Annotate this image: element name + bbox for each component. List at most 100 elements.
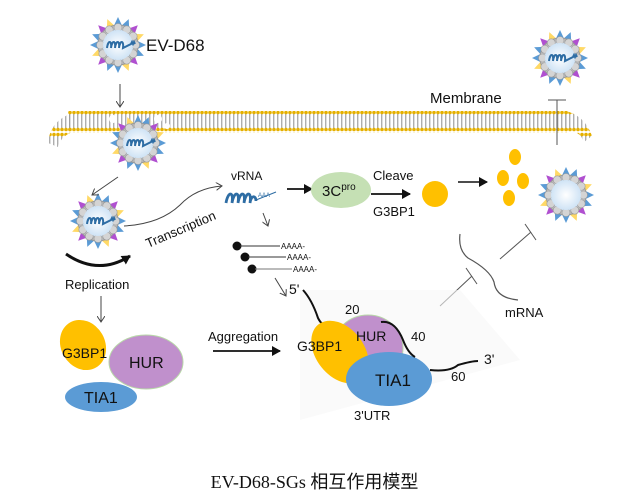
capsid-spike bbox=[562, 214, 570, 223]
capsid-spike bbox=[149, 154, 158, 163]
capsid-spike bbox=[577, 206, 586, 215]
aggregation-label: Aggregation bbox=[208, 329, 278, 344]
capsid-spike bbox=[546, 175, 555, 184]
capsid-spike bbox=[532, 54, 541, 62]
polya-mrna-list: AAAA- AAAA- AAAA- bbox=[232, 241, 317, 274]
position-60-label: 60 bbox=[451, 369, 465, 384]
vrna-coil-icon: AAA bbox=[224, 191, 277, 204]
capsid-spike bbox=[134, 115, 142, 124]
capsid-spike bbox=[78, 201, 87, 210]
capsid-spike bbox=[118, 154, 127, 163]
virus-empty-capsid-icon bbox=[538, 167, 594, 223]
mrna-strand bbox=[459, 233, 519, 301]
capsid-spike bbox=[70, 217, 79, 225]
g3bp1-protein bbox=[59, 319, 107, 371]
capsid-spike bbox=[98, 56, 107, 65]
g3bp1-bound-label: G3BP1 bbox=[297, 338, 342, 354]
replication-label: Replication bbox=[65, 277, 129, 292]
virus-replicating-icon bbox=[70, 193, 126, 249]
replication-cycle-arrow bbox=[65, 252, 131, 267]
viral-rna-icon bbox=[106, 39, 136, 50]
capsid-spike bbox=[129, 56, 138, 65]
capsid-spike bbox=[149, 123, 158, 132]
five-prime-label: 5' bbox=[289, 281, 299, 297]
tia1-bound-label: TIA1 bbox=[375, 371, 411, 390]
capsid-spike bbox=[157, 139, 166, 147]
capsid-spike bbox=[556, 77, 564, 86]
capsid-spike bbox=[110, 139, 119, 147]
capsid-spike bbox=[540, 69, 549, 78]
capsid-spike bbox=[78, 232, 87, 241]
viral-rna-icon bbox=[548, 52, 578, 63]
virus-release-icon bbox=[532, 30, 588, 86]
virus-entering-icon bbox=[110, 115, 166, 171]
inhibition-release-icon bbox=[548, 99, 566, 145]
capsid-spike bbox=[571, 69, 580, 78]
cleave-target-label: G3BP1 bbox=[373, 204, 415, 219]
polya-mrna-item: AAAA- bbox=[240, 252, 311, 262]
capsid-spike bbox=[577, 175, 586, 184]
hur-protein bbox=[108, 334, 184, 390]
viral-rna-icon bbox=[86, 215, 116, 226]
3cpro-protease bbox=[311, 172, 371, 208]
svg-text:AAAA-: AAAA- bbox=[293, 265, 317, 274]
capsid-spike bbox=[556, 30, 564, 39]
figure-caption: EV-D68-SGs 相互作用模型 bbox=[210, 472, 419, 492]
g3bp1-fragments-icon bbox=[497, 149, 529, 206]
capsid-spike bbox=[546, 206, 555, 215]
position-40-label: 40 bbox=[411, 329, 425, 344]
capsid-spike bbox=[118, 123, 127, 132]
hur-label: HUR bbox=[129, 355, 164, 372]
svg-text:AAAA-: AAAA- bbox=[281, 242, 305, 251]
position-20-label: 20 bbox=[345, 302, 359, 317]
cell-membrane bbox=[48, 111, 592, 147]
membrane-label: Membrane bbox=[430, 90, 502, 107]
tia1-label: TIA1 bbox=[84, 390, 118, 407]
capsid-spike bbox=[540, 38, 549, 47]
capsid-spike bbox=[571, 38, 580, 47]
capsid-spike bbox=[94, 193, 102, 202]
sg-protein-cluster-free: G3BP1 HUR TIA1 bbox=[59, 319, 184, 412]
polya-mrna-item: AAAA- bbox=[232, 241, 305, 251]
cleave-label: Cleave bbox=[373, 168, 413, 183]
virus-name-label: EV-D68 bbox=[146, 36, 205, 55]
capsid-spike bbox=[137, 41, 146, 49]
transcription-label: Transcription bbox=[143, 208, 218, 251]
tia1-protein bbox=[65, 382, 137, 412]
arrow-to-sg-complex bbox=[274, 277, 286, 296]
vrna-label: vRNA bbox=[231, 169, 262, 183]
mrna-label: mRNA bbox=[505, 305, 544, 320]
capsid-spike bbox=[585, 191, 594, 199]
stress-granule-complex: 5' 20 40 60 3' G3BP1 HUR TIA1 3'UTR bbox=[289, 281, 520, 423]
capsid-spike bbox=[562, 167, 570, 176]
g3bp1-intact-icon bbox=[422, 181, 448, 207]
capsid-spike bbox=[134, 162, 142, 171]
capsid-spike bbox=[90, 41, 99, 49]
capsid-spike bbox=[114, 64, 122, 73]
arrow-uncoat bbox=[92, 176, 119, 195]
capsid-spike bbox=[129, 25, 138, 34]
virus-particle-icon bbox=[90, 17, 146, 73]
hur-bound-label: HUR bbox=[356, 328, 386, 344]
utr-label: 3'UTR bbox=[354, 408, 390, 423]
g3bp1-label: G3BP1 bbox=[62, 345, 107, 361]
three-prime-label: 3' bbox=[484, 351, 494, 367]
arrow-to-mrna bbox=[263, 212, 268, 226]
polya-mrna-item: AAAA- bbox=[247, 264, 317, 274]
svg-text:AAA: AAA bbox=[258, 193, 270, 199]
transcription-arrow bbox=[123, 186, 222, 227]
membrane-pore-icon bbox=[109, 115, 170, 129]
capsid-spike bbox=[94, 240, 102, 249]
3cpro-label: 3Cpro bbox=[322, 182, 356, 200]
inhibition-mrna-to-virus-icon bbox=[499, 223, 537, 260]
viral-rna-icon bbox=[126, 137, 156, 148]
capsid-spike bbox=[109, 232, 118, 241]
capsid-spike bbox=[114, 17, 122, 26]
tia1-protein-bound bbox=[346, 352, 432, 406]
capsid-spike bbox=[98, 25, 107, 34]
capsid-spike bbox=[109, 201, 118, 210]
capsid-spike bbox=[538, 191, 547, 199]
capsid-spike bbox=[579, 54, 588, 62]
svg-text:AAAA-: AAAA- bbox=[287, 253, 311, 262]
